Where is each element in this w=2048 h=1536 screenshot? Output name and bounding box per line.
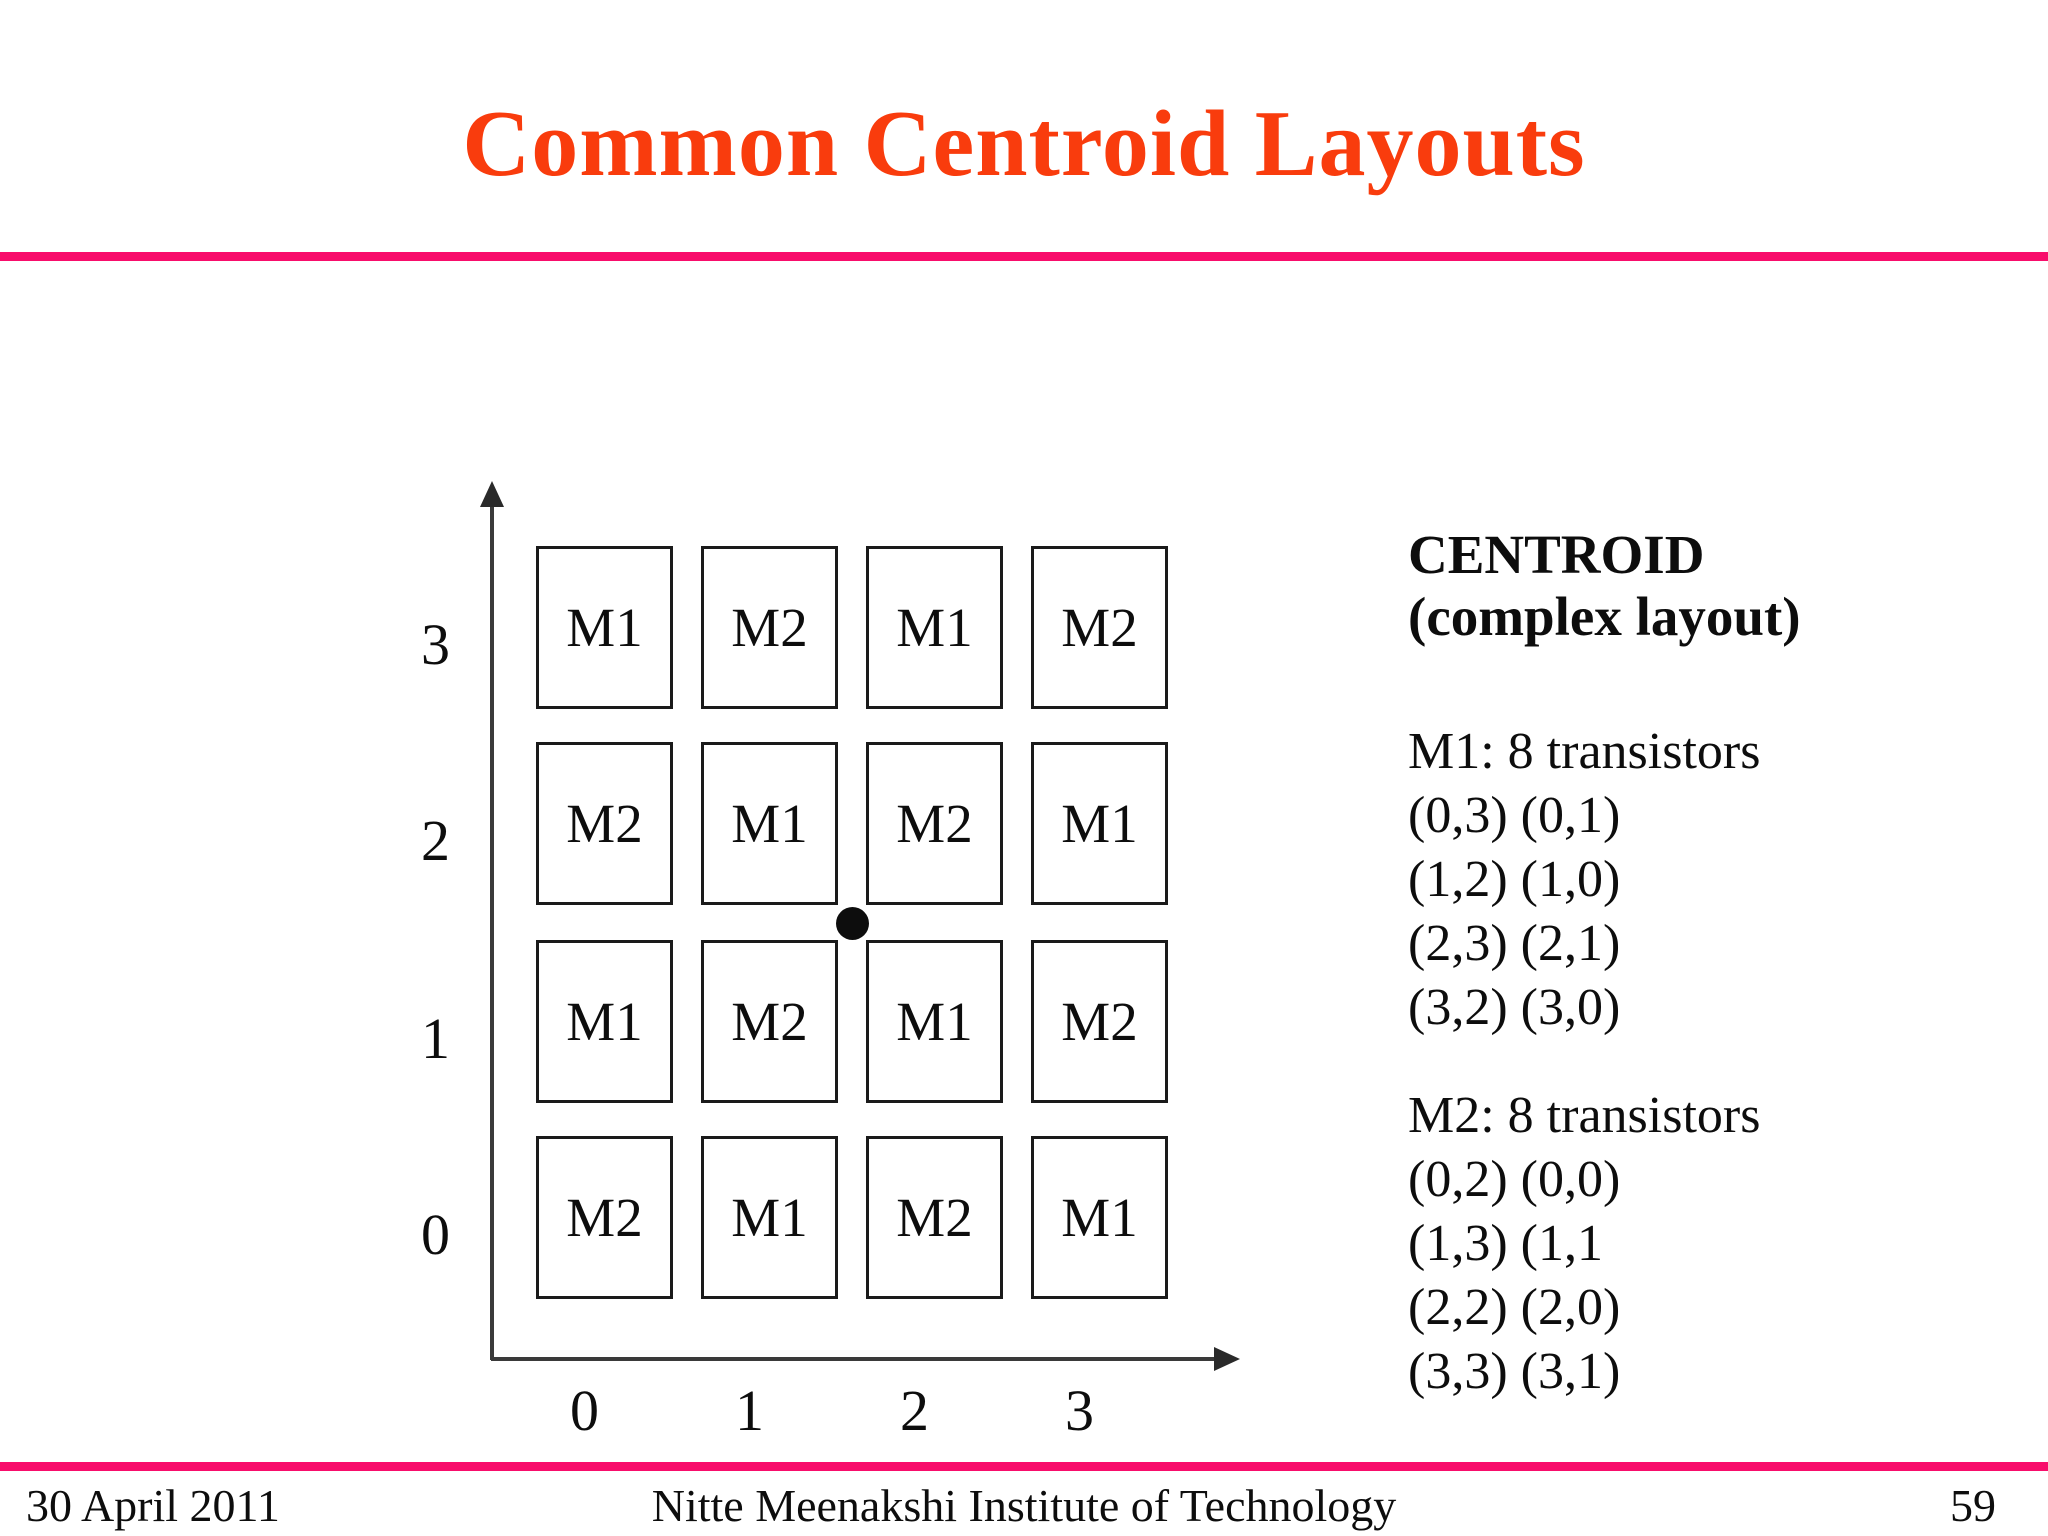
slide-title: Common Centroid Layouts [462,92,1586,196]
annotation-subheading: (complex layout) [1408,586,1801,647]
grid-cell: M1 [1031,1136,1168,1299]
m1-heading: M1: 8 transistors [1408,723,1761,780]
m2-heading: M2: 8 transistors [1408,1087,1761,1144]
bottom-accent-line [0,1462,2048,1471]
y-tick-label: 3 [421,612,450,677]
y-tick-label: 2 [421,808,450,873]
grid-cell: M1 [701,1136,838,1299]
grid-cell: M2 [866,742,1003,905]
grid-cell: M2 [536,1136,673,1299]
transistor-coordinates-line: (1,2) (1,0) [1408,851,1621,908]
grid-cell: M1 [866,940,1003,1103]
grid-cell: M2 [701,546,838,709]
transistor-coordinates-line: (3,3) (3,1) [1408,1343,1621,1400]
grid-cell: M1 [536,546,673,709]
x-axis-line [491,1357,1217,1361]
y-axis-line [490,504,494,1360]
x-tick-label: 0 [570,1378,599,1443]
footer-page-number: 59 [1950,1480,1996,1531]
grid-cell: M2 [701,940,838,1103]
annotation-heading: CENTROID [1408,524,1705,585]
grid-cell: M1 [701,742,838,905]
transistor-coordinates-line: (3,2) (3,0) [1408,979,1621,1036]
grid-cell: M2 [536,742,673,905]
x-tick-label: 1 [735,1378,764,1443]
grid-cell: M1 [536,940,673,1103]
transistor-coordinates-line: (2,3) (2,1) [1408,915,1621,972]
footer-date: 30 April 2011 [26,1480,280,1531]
x-tick-label: 3 [1065,1378,1094,1443]
top-accent-line [0,252,2048,261]
y-tick-label: 0 [421,1202,450,1267]
grid-cell: M2 [866,1136,1003,1299]
y-tick-label: 1 [421,1006,450,1071]
x-axis-arrow-icon [1214,1347,1240,1371]
x-tick-label: 2 [900,1378,929,1443]
footer-institution: Nitte Meenakshi Institute of Technology [651,1480,1397,1531]
transistor-coordinates-line: (0,2) (0,0) [1408,1151,1621,1208]
grid-cell: M1 [866,546,1003,709]
grid-cell: M1 [1031,742,1168,905]
y-axis-arrow-icon [480,481,504,507]
grid-cell: M2 [1031,940,1168,1103]
transistor-coordinates-line: (0,3) (0,1) [1408,787,1621,844]
transistor-coordinates-line: (1,3) (1,1 [1408,1215,1603,1272]
m2-transistor-list: M2: 8 transistors (0,2) (0,0) (1,3) (1,1 (… [1408,1084,1968,1404]
centroid-dot [836,907,869,940]
transistor-coordinates-line: (2,2) (2,0) [1408,1279,1621,1336]
m1-transistor-list: M1: 8 transistors (0,3) (0,1) (1,2) (1,0)… [1408,720,1968,1040]
grid-cell: M2 [1031,546,1168,709]
annotation-panel: CENTROID (complex layout) M1: 8 transist… [1408,524,1968,1404]
